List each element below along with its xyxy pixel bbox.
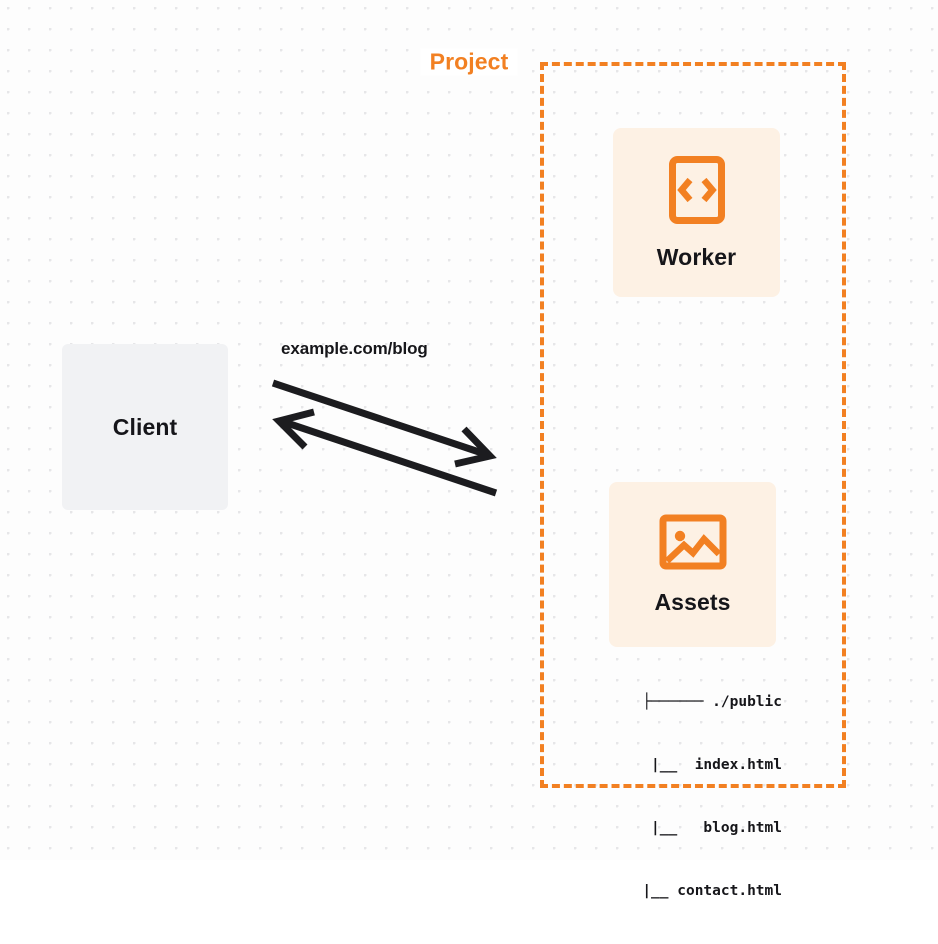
response-arrow-line [279,417,498,497]
file-tree-line: |__ blog.html [598,820,782,836]
request-arrow-head [454,426,497,468]
assets-node[interactable]: Assets [609,482,776,647]
client-node[interactable]: Client [62,344,228,510]
project-title: Project [420,48,518,76]
code-file-icon [668,155,726,230]
diagram-canvas: Client example.com/blog Project [0,0,938,899]
file-tree-line: |__ index.html [598,757,782,773]
client-node-label: Client [112,413,178,440]
project-container [540,62,846,788]
worker-node-label: Worker [656,243,737,270]
file-tree-line: ├────── ./public [642,694,782,710]
request-arrow-line [271,379,490,459]
image-icon [659,514,727,575]
response-arrow-head [272,408,315,450]
worker-node[interactable]: Worker [613,128,780,297]
request-url-label: example.com/blog [281,339,428,358]
assets-file-tree: ├────── ./public |__ index.html |__ blog… [560,650,782,944]
assets-node-label: Assets [654,588,731,615]
client-project-connector [250,325,520,525]
file-tree-line: |__ contact.html [589,883,782,899]
